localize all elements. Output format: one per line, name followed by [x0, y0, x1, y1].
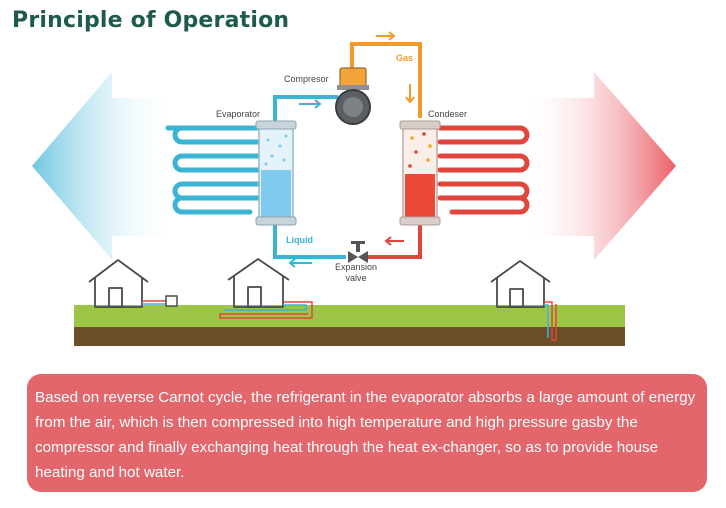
- liquid-label: Liquid: [286, 235, 313, 245]
- house-right-icon: [490, 260, 551, 308]
- flow-arrow-hot-bottom: [384, 236, 404, 246]
- evaporator-coil: [165, 125, 265, 215]
- gas-pipe: [350, 42, 422, 118]
- description-panel: Based on reverse Carnot cycle, the refri…: [27, 374, 707, 492]
- flow-arrow-cold-top: [299, 99, 322, 109]
- page-title: Principle of Operation: [12, 8, 290, 33]
- description-text: Based on reverse Carnot cycle, the refri…: [35, 389, 696, 481]
- heat-pump-diagram: Evaporator Compresor Condeser Gas Liquid…: [32, 31, 676, 346]
- ground-grass: [74, 305, 625, 327]
- hot-liquid-pipe: [364, 222, 422, 259]
- horizontal-ground-loop: [219, 301, 313, 319]
- gas-label: Gas: [396, 53, 413, 63]
- flow-arrow-cold-bottom: [288, 258, 312, 268]
- cold-liquid-pipe: [273, 222, 346, 259]
- flow-arrow-gas-down: [405, 84, 415, 104]
- ground-soil: [74, 327, 625, 346]
- condenser-label: Condeser: [428, 109, 467, 119]
- compressor-label: Compresor: [284, 74, 329, 84]
- flow-arrow-gas-top: [376, 31, 396, 41]
- cold-air-arrow: [32, 72, 180, 260]
- expansion-valve-label-1: Expansion: [335, 262, 377, 272]
- air-source-unit: [142, 295, 178, 307]
- house-middle-icon: [227, 258, 290, 308]
- house-left-icon: [88, 259, 149, 308]
- condenser-coil: [437, 125, 530, 215]
- suction-pipe: [273, 95, 338, 128]
- expansion-valve-icon: [348, 241, 368, 263]
- vertical-ground-loop: [544, 301, 557, 341]
- condenser-vessel: [399, 120, 441, 226]
- compressor: [335, 67, 371, 125]
- evaporator-label: Evaporator: [216, 109, 260, 119]
- evaporator-vessel: [255, 120, 297, 226]
- hot-air-arrow: [520, 72, 676, 260]
- expansion-valve-label-2: valve: [345, 273, 366, 283]
